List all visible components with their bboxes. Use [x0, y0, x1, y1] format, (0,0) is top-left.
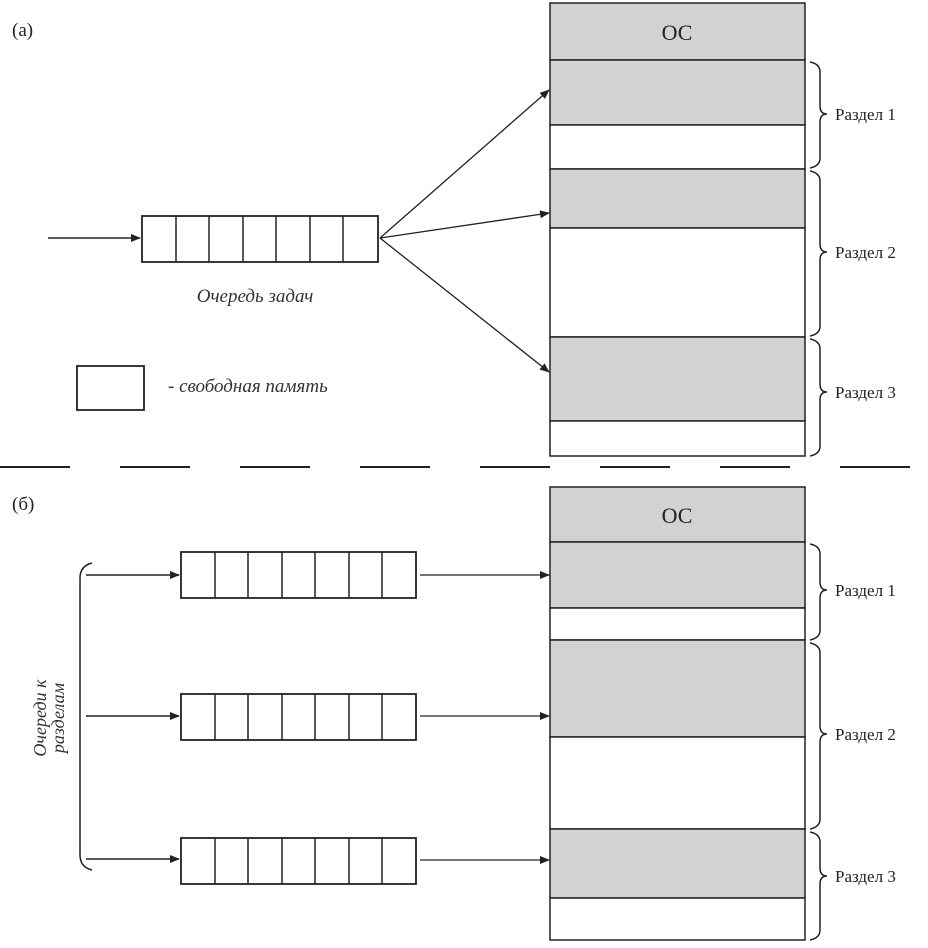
partition-2-free — [549, 227, 806, 338]
partition-2-occupied — [549, 168, 806, 229]
arrow-to-partition-1 — [379, 89, 550, 239]
queue-3 — [180, 837, 417, 885]
queues-label-line2: разделам — [48, 682, 68, 755]
partition-1-occupied-b — [549, 541, 806, 609]
os-label: ОС — [662, 20, 693, 45]
part-a-label: (а) — [12, 20, 33, 41]
brace-partition-3 — [809, 338, 828, 457]
free-memory-legend-box — [76, 365, 145, 411]
partition-1-free — [549, 124, 806, 170]
partition-1-occupied — [549, 59, 806, 126]
partition-3-label: Раздел 3 — [835, 383, 896, 402]
partition-3-occupied-b — [549, 828, 806, 899]
arrow-to-partition-2 — [379, 210, 550, 239]
partition-1-label: Раздел 1 — [835, 105, 896, 124]
part-b: (б) Очереди к разделам — [12, 486, 896, 941]
queues-bracket — [79, 562, 93, 871]
partition-3-free-b — [549, 897, 806, 941]
partition-3-occupied — [549, 336, 806, 422]
os-label-b: ОС — [662, 503, 693, 528]
partition-2-occupied-b — [549, 639, 806, 738]
queue-label: Очередь задач — [197, 286, 314, 307]
partition-1-free-b — [549, 607, 806, 641]
partition-2-free-b — [549, 736, 806, 830]
job-queue — [141, 215, 379, 263]
brace-partition-1-b — [809, 543, 828, 641]
memory-b: ОС — [549, 486, 806, 941]
brace-partition-2 — [809, 170, 828, 337]
partition-1-label-b: Раздел 1 — [835, 581, 896, 600]
brace-partition-3-b — [809, 831, 828, 941]
brace-partition-1 — [809, 61, 828, 169]
brace-partition-2-b — [809, 642, 828, 830]
arrow-to-partition-3 — [379, 237, 550, 373]
partition-2-label-b: Раздел 2 — [835, 725, 896, 744]
queues-label-line1: Очереди к — [30, 679, 50, 757]
partition-3-free — [549, 420, 806, 457]
memory-a: ОС — [549, 2, 806, 457]
queue-2 — [180, 693, 417, 741]
legend-text: - свободная память — [168, 376, 328, 397]
part-b-label: (б) — [12, 494, 34, 515]
partition-2-label: Раздел 2 — [835, 243, 896, 262]
part-a: (а) Очередь задач - свободная память ОС — [12, 2, 896, 457]
partition-3-label-b: Раздел 3 — [835, 867, 896, 886]
os-block-b — [549, 486, 806, 543]
os-block — [549, 2, 806, 61]
queue-1 — [180, 551, 417, 599]
